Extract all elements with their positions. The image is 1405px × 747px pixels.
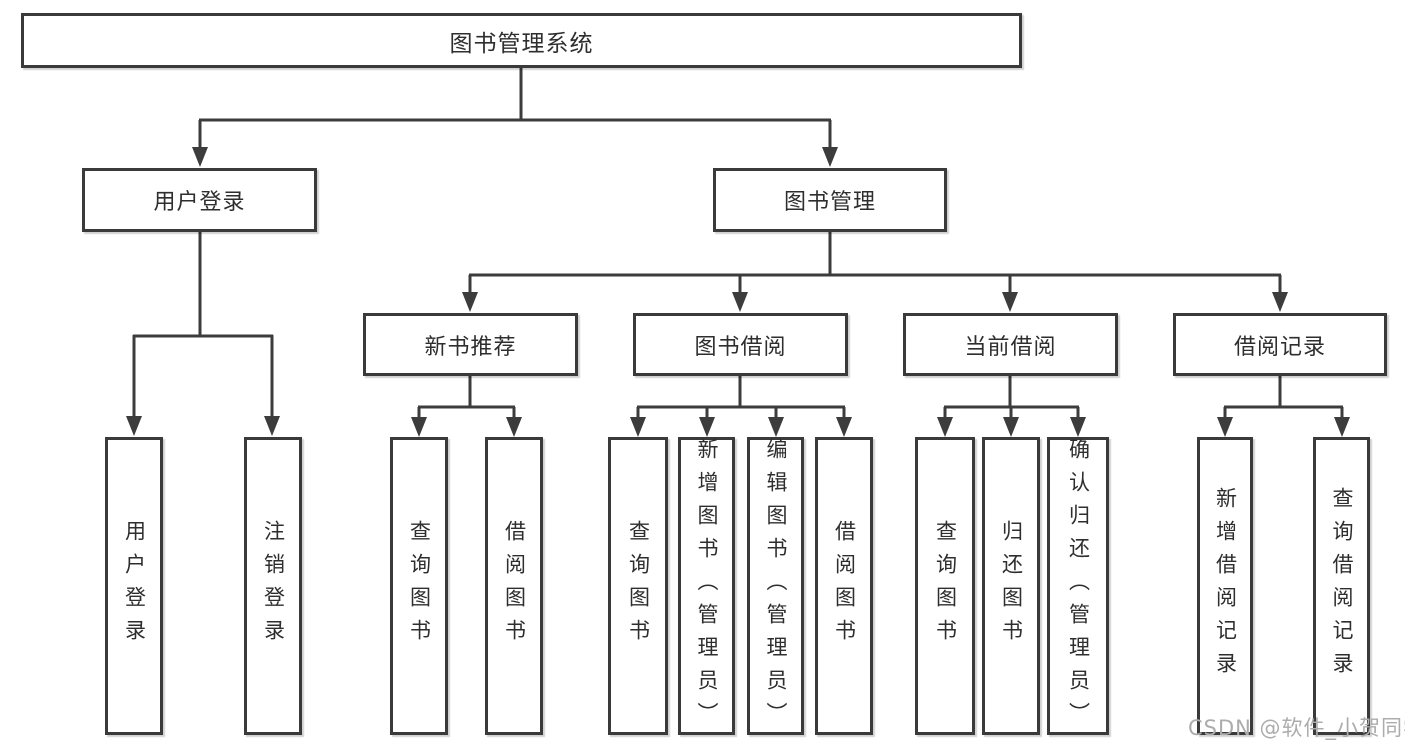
leaf-label: 用户登录 <box>122 520 147 652</box>
node-current-borrowing: 当前借阅 <box>903 313 1118 376</box>
arrow-down-icon <box>1003 417 1019 437</box>
leaf-label: 新增借阅记录 <box>1213 487 1238 685</box>
node-label: 借阅记录 <box>1233 334 1326 360</box>
node-user-login: 用户登录 <box>82 168 317 232</box>
leaf-confirm-return-admin: 确认归还（管理员） <box>1047 437 1109 735</box>
leaf-label: 查询借阅记录 <box>1330 487 1354 685</box>
leaf-label: 查询图书 <box>407 520 432 652</box>
leaf-label: 借阅图书 <box>832 520 857 652</box>
leaf-borrow-books: 借阅图书 <box>815 437 873 735</box>
leaf-label: 查询图书 <box>626 520 651 652</box>
csdn-watermark: CSDN @软件_小贺同学 <box>1188 716 1405 740</box>
connector-root <box>198 68 832 149</box>
arrow-down-icon <box>192 147 208 167</box>
arrow-down-icon <box>1217 417 1233 437</box>
arrow-down-icon <box>768 417 784 437</box>
node-label: 当前借阅 <box>964 334 1057 360</box>
arrow-down-icon <box>699 417 715 437</box>
connector-user-login <box>132 232 274 418</box>
node-label: 图书管理系统 <box>449 30 594 57</box>
leaf-logout: 注销登录 <box>244 437 302 735</box>
leaf-query-books-recommend: 查询图书 <box>390 437 448 735</box>
arrow-down-icon <box>411 417 427 437</box>
connector-book-management <box>468 232 1282 294</box>
node-book-management: 图书管理 <box>713 168 947 232</box>
leaf-edit-books-admin: 编辑图书（管理员） <box>747 437 804 735</box>
arrow-down-icon <box>732 292 748 312</box>
node-book-borrowing: 图书借阅 <box>633 313 848 376</box>
leaf-add-books-admin: 新增图书（管理员） <box>678 437 735 735</box>
node-label: 用户登录 <box>153 190 246 215</box>
arrow-down-icon <box>264 416 280 436</box>
connector-borrow-records <box>1223 376 1344 419</box>
arrow-down-icon <box>937 417 953 437</box>
arrow-down-icon <box>836 417 852 437</box>
node-label: 新书推荐 <box>424 334 517 360</box>
arrow-down-icon <box>1272 292 1288 312</box>
arrow-down-icon <box>630 417 646 437</box>
leaf-label: 注销登录 <box>261 520 286 652</box>
leaf-label: 确认归还（管理员） <box>1066 437 1091 735</box>
node-label: 图书管理 <box>783 190 876 215</box>
leaf-query-books-current: 查询图书 <box>915 437 975 735</box>
arrow-down-icon <box>462 292 478 312</box>
connector-new-book <box>417 376 516 419</box>
node-borrowing-records: 借阅记录 <box>1173 313 1387 376</box>
leaf-label: 编辑图书（管理员） <box>764 437 788 735</box>
node-label: 图书借阅 <box>694 334 787 360</box>
connector-current-borrow <box>943 376 1080 419</box>
leaf-query-books-borrowing: 查询图书 <box>608 437 668 735</box>
leaf-label: 借阅图书 <box>502 520 527 652</box>
node-new-book-recommendation: 新书推荐 <box>363 313 578 376</box>
arrow-down-icon <box>1334 417 1350 437</box>
arrow-down-icon <box>1070 417 1086 437</box>
arrow-down-icon <box>822 147 838 167</box>
arrow-down-icon <box>126 416 142 436</box>
leaf-label: 新增图书（管理员） <box>695 437 719 735</box>
leaf-label: 归还图书 <box>999 520 1024 652</box>
leaf-borrow-books-recommend: 借阅图书 <box>485 437 543 735</box>
node-library-management-system: 图书管理系统 <box>21 13 1022 68</box>
leaf-add-borrow-record: 新增借阅记录 <box>1197 437 1253 735</box>
leaf-return-books: 归还图书 <box>982 437 1040 735</box>
arrow-down-icon <box>506 417 522 437</box>
leaf-label: 查询图书 <box>933 520 958 652</box>
leaf-query-borrow-record: 查询借阅记录 <box>1313 437 1370 735</box>
leaf-user-login: 用户登录 <box>105 437 163 735</box>
connector-book-borrow <box>636 376 846 419</box>
arrow-down-icon <box>1002 292 1018 312</box>
